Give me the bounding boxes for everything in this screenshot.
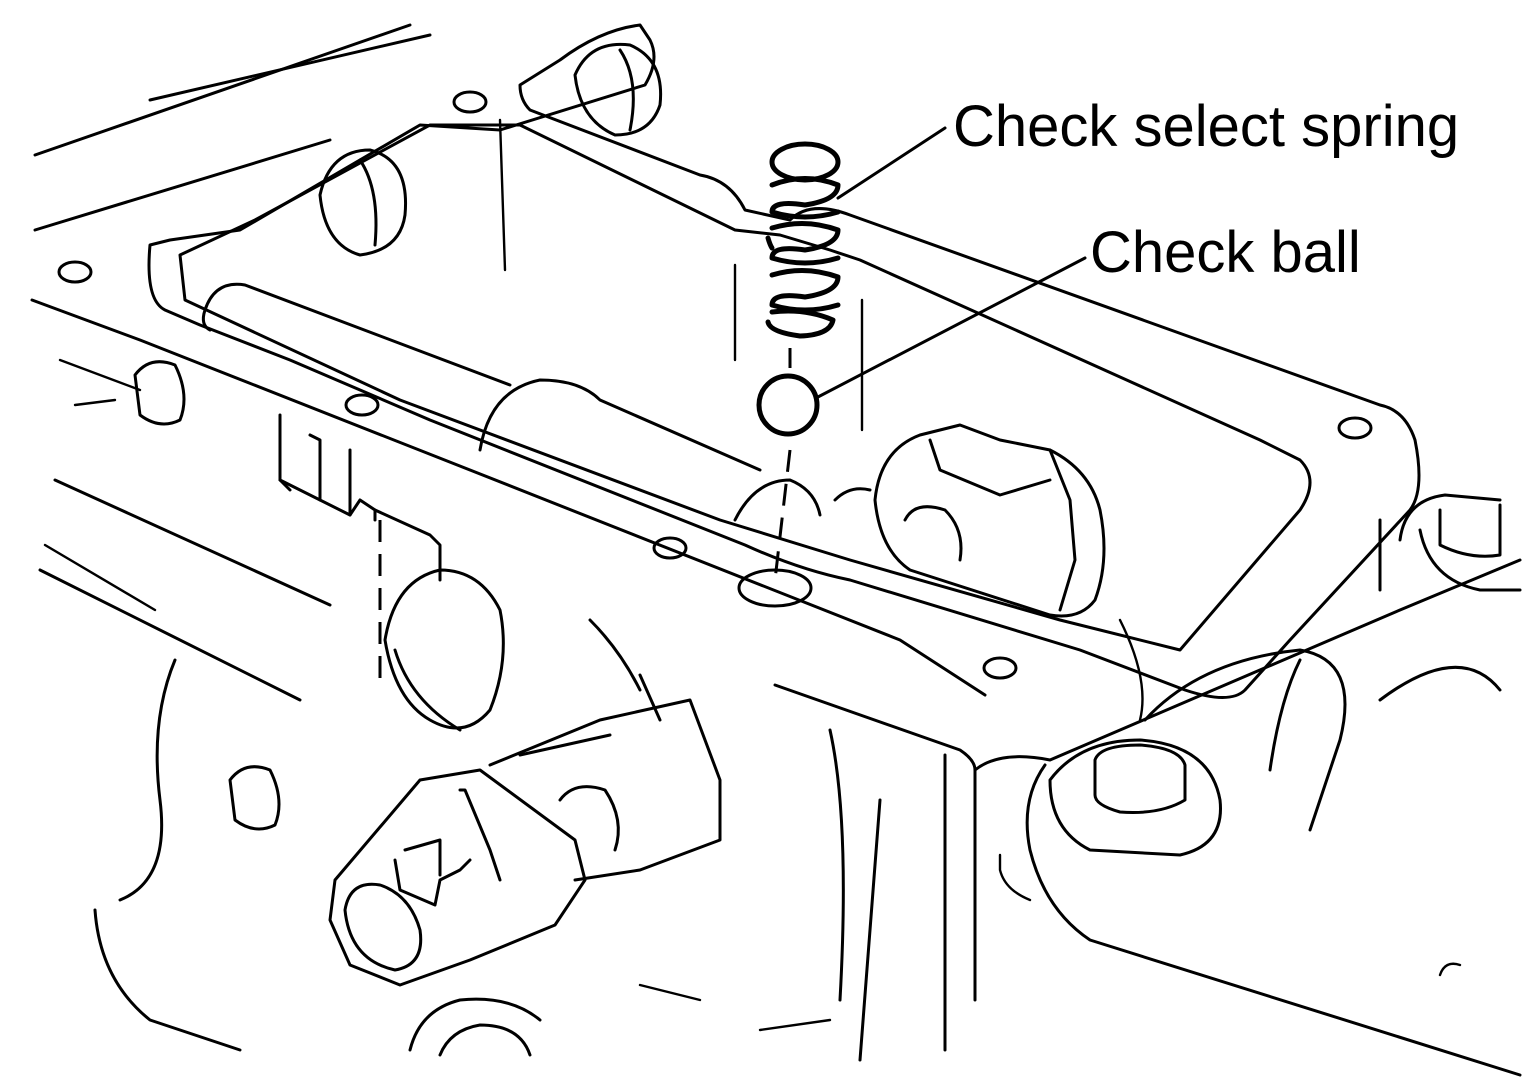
bolt-heads xyxy=(133,42,663,831)
housing-background-lines xyxy=(30,23,987,702)
alignment-axis xyxy=(378,348,792,690)
selector-nut xyxy=(733,423,1106,618)
ball-leader-line xyxy=(814,256,1087,400)
check-select-spring xyxy=(765,141,841,339)
check-select-spring-label: Check select spring xyxy=(953,94,1459,159)
spring-leader-line xyxy=(836,126,947,200)
inner-shaft xyxy=(201,118,864,472)
check-ball xyxy=(756,373,820,437)
case-gasket-frame xyxy=(147,23,1421,699)
shift-bracket xyxy=(278,413,505,732)
check-ball-label: Check ball xyxy=(1090,220,1361,285)
sensor-connector xyxy=(328,618,722,987)
bolt-holes xyxy=(57,90,1373,680)
lower-right-case xyxy=(943,493,1522,1077)
lower-housing-lines xyxy=(93,618,1144,1062)
